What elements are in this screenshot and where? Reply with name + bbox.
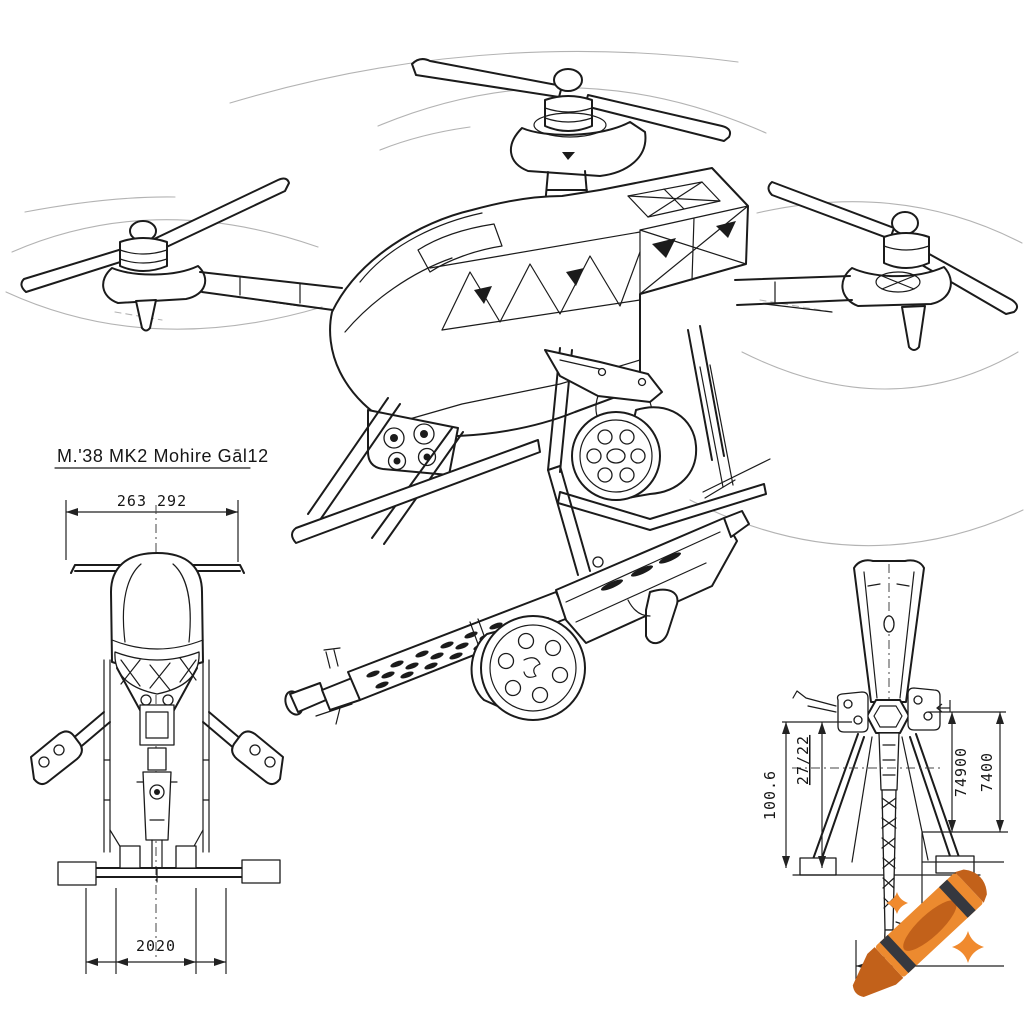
fuselage-body — [329, 167, 749, 437]
dim-right-inner: 74900 — [952, 747, 970, 797]
left-rotor — [20, 177, 343, 332]
right-rotor — [734, 181, 1018, 351]
crayon-end-cap — [955, 869, 987, 903]
top-motor-housing — [510, 121, 647, 177]
gun-mount-bar — [547, 465, 591, 576]
top-spinner — [553, 68, 583, 92]
front-view-top-dimension: 263 292 — [65, 492, 239, 562]
dim-right-outer: 7400 — [978, 752, 996, 792]
left-motor-housing — [102, 265, 207, 304]
canopy-window — [417, 223, 503, 273]
left-propeller-blade-left — [20, 245, 137, 293]
right-arm — [734, 275, 853, 306]
front-left-arm — [30, 711, 111, 785]
right-spinner — [891, 211, 919, 235]
left-arm — [199, 271, 343, 312]
sparkle-icon — [886, 892, 908, 914]
right-propeller-blade-left — [767, 181, 895, 240]
crayon-stripe-left — [879, 934, 917, 974]
left-propeller-blade-right — [151, 177, 290, 252]
gimbal-pod — [544, 349, 698, 501]
crayon-label-oval — [903, 900, 957, 951]
front-right-arm — [202, 711, 284, 785]
dim-left-outer: 100.6 — [761, 770, 779, 820]
front-gun-assembly — [136, 704, 178, 883]
top-propeller-blade-left — [411, 58, 563, 98]
side-mechanism — [792, 687, 941, 734]
left-landing-cone — [135, 299, 157, 332]
sparkle-icon — [952, 931, 984, 963]
front-orthographic-view: M.'38 MK2 Mohire Gāl12 263 292 — [30, 446, 284, 974]
front-view-bottom-dimension: 2020 — [85, 888, 227, 974]
landing-gear — [291, 325, 771, 545]
dim-width-bottom: 2020 — [136, 937, 176, 955]
crayon-logo — [852, 869, 987, 997]
front-base-skid — [57, 845, 281, 886]
front-lattice — [114, 651, 200, 706]
top-rotor — [411, 58, 732, 207]
right-motor-housing — [841, 266, 952, 307]
isometric-drone-view — [20, 58, 1018, 725]
right-propeller-blade-right — [914, 249, 1018, 315]
side-orthographic-view: 100.6 27/22 74900 7400 — [761, 559, 1008, 986]
drawing-title: M.'38 MK2 Mohire Gāl12 — [57, 446, 269, 466]
crayon-tip — [852, 947, 904, 997]
fuselage — [329, 167, 749, 476]
dim-left-inner: 27/22 — [794, 735, 812, 785]
left-skid — [291, 439, 541, 544]
dim-width-top: 263 292 — [117, 492, 187, 510]
crayon-stripe-right — [939, 879, 976, 918]
side-fin — [853, 559, 925, 703]
top-propeller-blade-right — [584, 94, 732, 142]
machine-gun — [284, 465, 750, 725]
side-view-left-dimensions: 100.6 27/22 — [761, 721, 852, 868]
right-landing-cone — [901, 305, 926, 351]
front-canopy — [110, 552, 204, 670]
pistol-grip — [645, 588, 679, 644]
drum-magazine-face — [480, 615, 586, 721]
